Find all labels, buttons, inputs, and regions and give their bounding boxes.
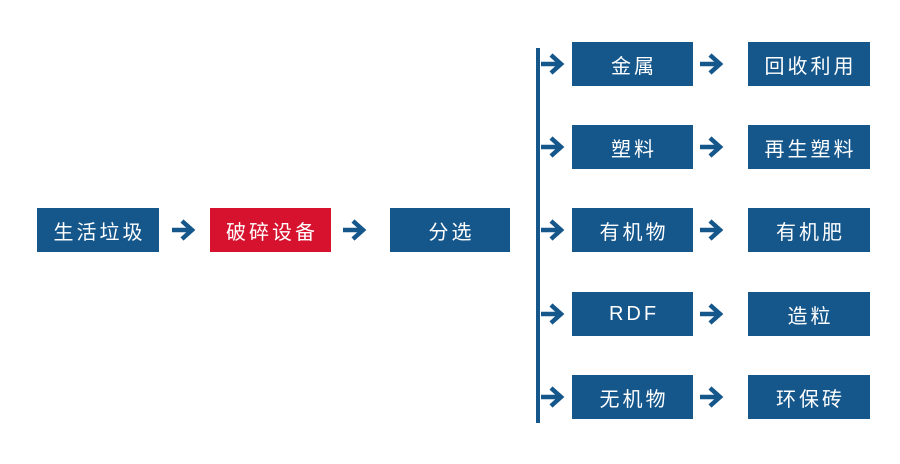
right-arrow-icon — [172, 219, 196, 241]
node-sorting: 分选 — [390, 208, 510, 252]
branch-output-node: 有机肥 — [748, 208, 870, 252]
branch-output-node: 环保砖 — [748, 375, 870, 419]
branch-output-node: 再生塑料 — [748, 125, 870, 169]
right-arrow-icon — [700, 386, 724, 408]
branch-connector-line — [536, 48, 540, 423]
right-arrow-icon — [343, 219, 367, 241]
branch-arrow-icon — [541, 136, 565, 158]
branch-output-node: 造粒 — [748, 292, 870, 336]
node-crushing-equipment: 破碎设备 — [210, 208, 331, 252]
branch-arrow-icon — [541, 53, 565, 75]
branch-category-node: RDF — [572, 292, 693, 336]
right-arrow-icon — [700, 219, 724, 241]
branch-arrow-icon — [541, 386, 565, 408]
branch-category-node: 塑料 — [572, 125, 693, 169]
right-arrow-icon — [700, 136, 724, 158]
branch-category-node: 金属 — [572, 42, 693, 86]
right-arrow-icon — [700, 303, 724, 325]
branch-output-node: 回收利用 — [748, 42, 870, 86]
branch-arrow-icon — [541, 219, 565, 241]
right-arrow-icon — [700, 53, 724, 75]
node-household-waste: 生活垃圾 — [37, 208, 159, 252]
branch-category-node: 有机物 — [572, 208, 693, 252]
branch-category-node: 无机物 — [572, 375, 693, 419]
branch-arrow-icon — [541, 303, 565, 325]
